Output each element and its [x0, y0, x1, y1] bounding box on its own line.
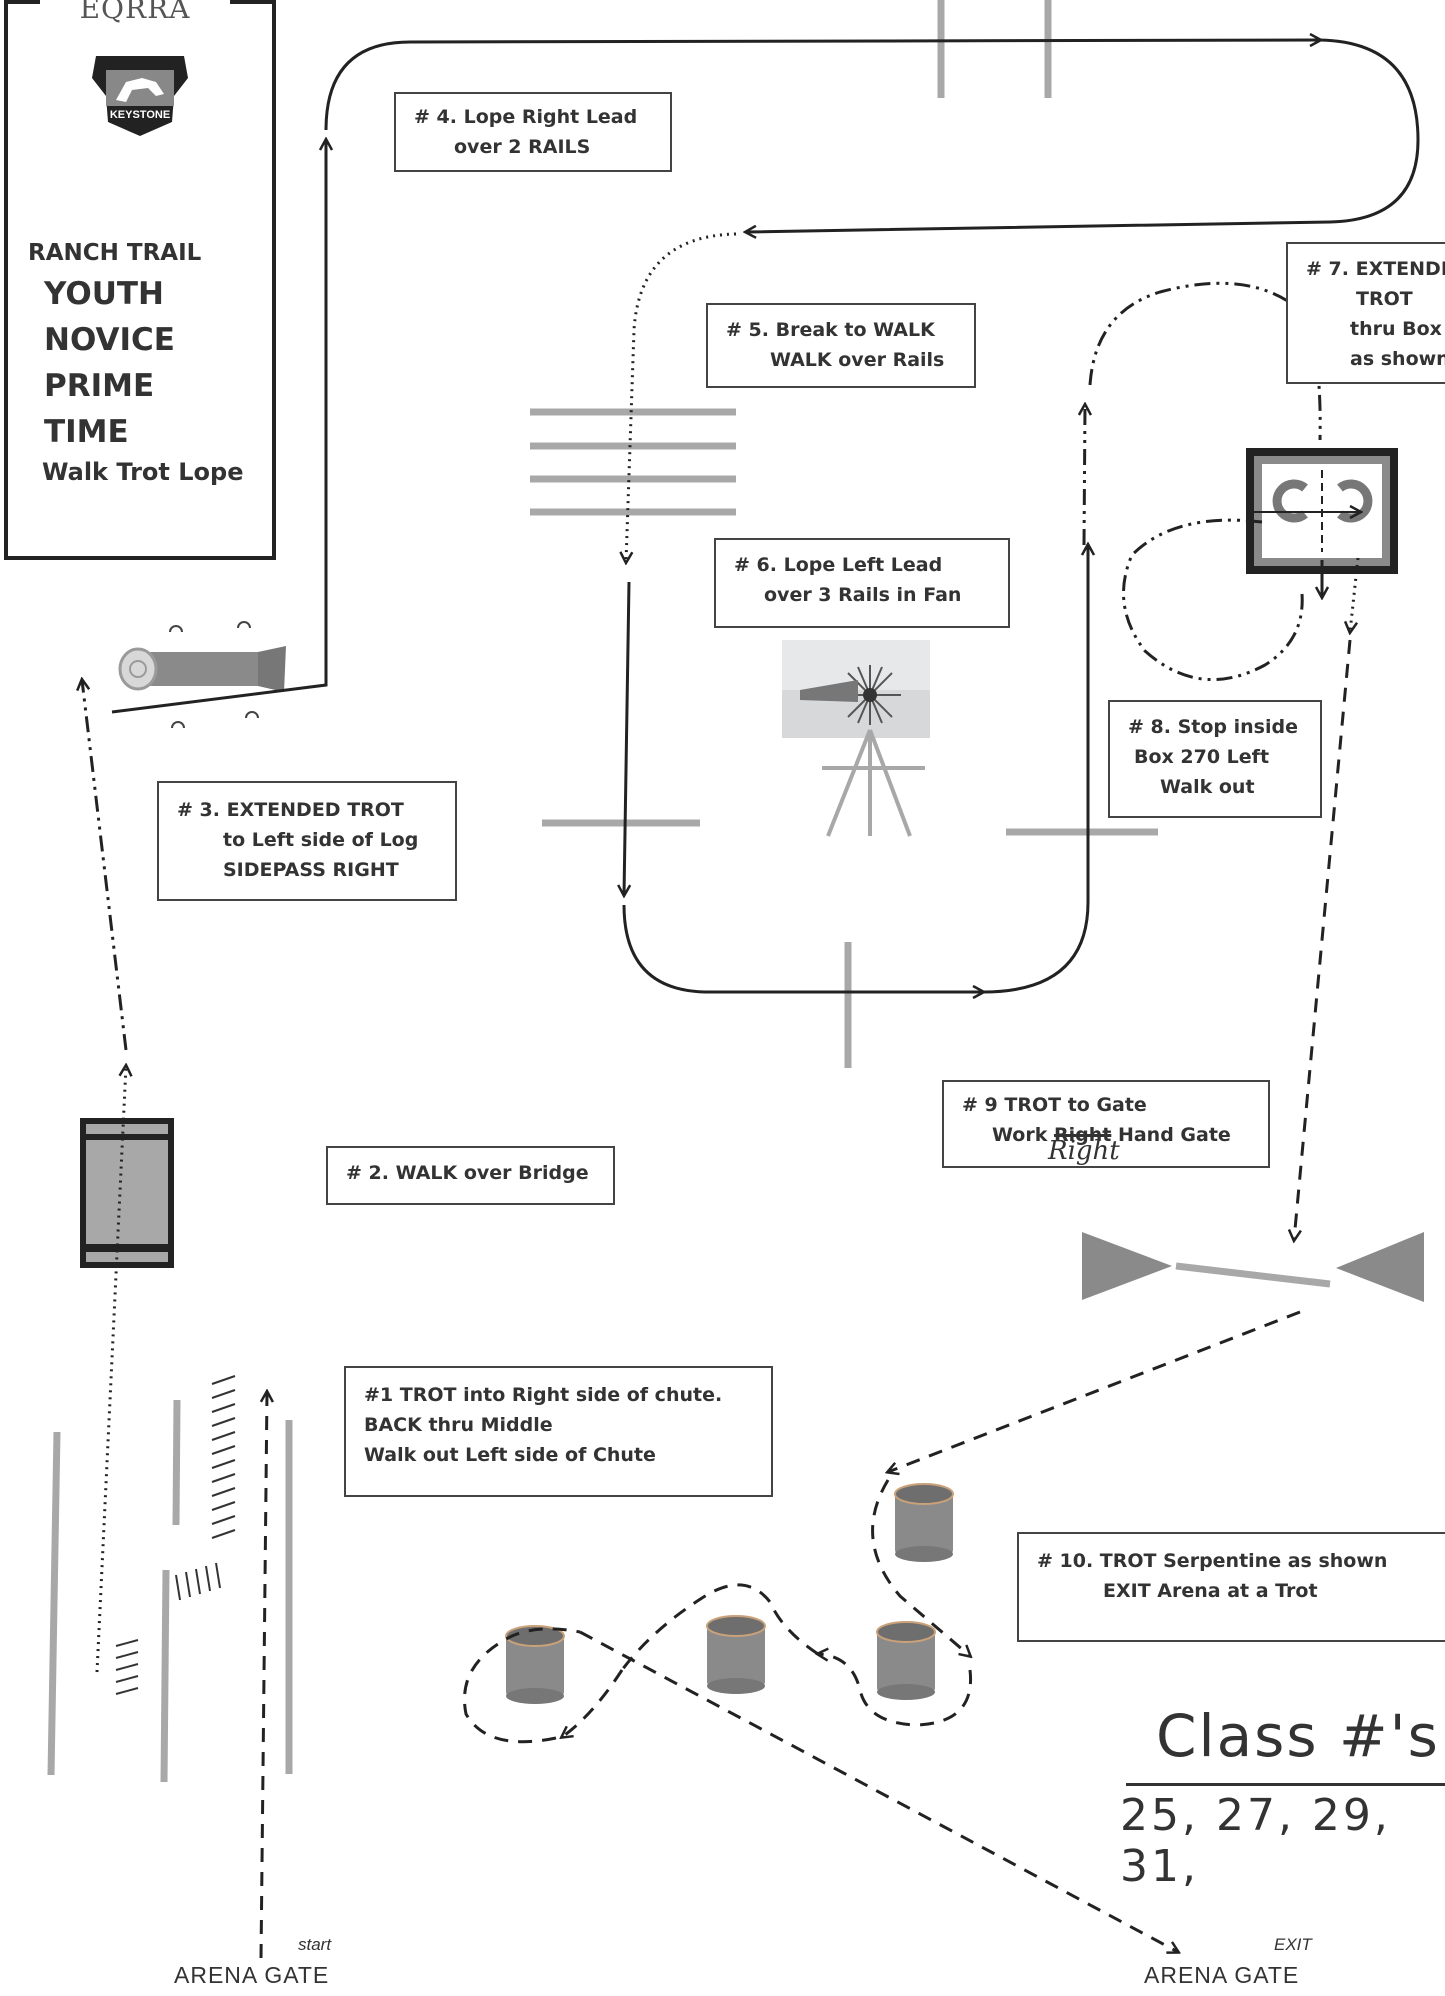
route-step10: [888, 1310, 1301, 1472]
step3-box: # 3. EXTENDED TROT to Left side of Log S…: [157, 781, 457, 901]
gate-obstacle: [1082, 1232, 1424, 1302]
step1-line3: Walk out Left side of Chute: [364, 1444, 656, 1466]
step9-line2-end: Hand Gate: [1111, 1124, 1231, 1146]
bridge-obstacle: [80, 1118, 174, 1268]
chute-obstacle: [47, 1375, 293, 1783]
route-step4: [111, 140, 326, 714]
step6-line1: # 6. Lope Left Lead: [734, 554, 943, 576]
step3-line3: SIDEPASS RIGHT: [223, 859, 399, 881]
class-numbers-handwritten: 25, 27, 29, 31,: [1120, 1790, 1391, 1892]
step8-line1: # 8. Stop inside: [1128, 716, 1298, 738]
step1-line2: BACK thru Middle: [364, 1414, 553, 1436]
step4-box: # 4. Lope Right Lead over 2 RAILS: [394, 92, 672, 172]
step10-box: # 10. TROT Serpentine as shown EXIT Aren…: [1017, 1532, 1445, 1642]
step7-box: # 7. EXTENDE TROT thru Box as shown: [1286, 242, 1445, 384]
box-obstacle: [1246, 448, 1398, 574]
step8-line2: Box 270 Left: [1134, 746, 1270, 768]
step8-box: # 8. Stop inside Box 270 Left Walk out: [1108, 700, 1322, 818]
step9-line2-start: Work: [992, 1124, 1054, 1146]
division-prime: PRIME: [44, 368, 155, 404]
step3-line2: to Left side of Log: [223, 829, 419, 851]
step4-line1: # 4. Lope Right Lead: [414, 106, 638, 128]
exit-note: EXIT: [1274, 1935, 1312, 1954]
step9-handwritten: Right: [1048, 1136, 1120, 1166]
step1-box: #1 TROT into Right side of chute. BACK t…: [344, 1366, 773, 1497]
class-underline: [1126, 1783, 1445, 1786]
route-step9: [1294, 639, 1352, 1240]
page-title: RANCH TRAIL: [28, 240, 202, 266]
start-gate-label: ARENA GATE: [174, 1962, 330, 1988]
class-label-handwritten: Class #'s: [1156, 1702, 1440, 1770]
step5-line2: WALK over Rails: [770, 349, 945, 371]
exit-gate-label: ARENA GATE: [1144, 1962, 1300, 1988]
lope-rails: [937, 0, 1052, 98]
step4-line2: over 2 RAILS: [454, 136, 591, 158]
fan-rails: [542, 819, 1158, 1068]
division-novice: NOVICE: [44, 322, 175, 358]
step6-line2: over 3 Rails in Fan: [764, 584, 962, 606]
route-step3: [82, 680, 128, 1051]
route-step1: [259, 1392, 267, 1959]
step3-line1: # 3. EXTENDED TROT: [177, 799, 404, 821]
step6-box: # 6. Lope Left Lead over 3 Rails in Fan: [714, 538, 1010, 628]
route-step7: [1084, 405, 1085, 546]
step5-line1: # 5. Break to WALK: [726, 319, 935, 341]
step7-line4: as shown: [1350, 348, 1445, 370]
route-step6: [624, 581, 629, 895]
title-card: EQRRA KEYSTONE RANCH TRAIL YOUTH NOVICE …: [4, 0, 276, 560]
step8-line3: Walk out: [1160, 776, 1255, 798]
keystone-logo-icon: KEYSTONE: [92, 56, 188, 136]
barrels: [505, 1483, 954, 1704]
logo-text: EQRRA: [40, 0, 230, 28]
step9-box: # 9 TROT to Gate Work Right Hand Gate Ri…: [942, 1080, 1270, 1168]
walk-over-rails: [530, 408, 736, 516]
step9-line1: # 9 TROT to Gate: [962, 1094, 1147, 1116]
division-time: TIME: [44, 414, 129, 450]
step2-box: # 2. WALK over Bridge: [326, 1146, 615, 1205]
route-step5: [626, 232, 737, 562]
step7-line3: thru Box: [1350, 318, 1442, 340]
log-obstacle: [118, 621, 286, 729]
step1-line1: #1 TROT into Right side of chute.: [364, 1384, 723, 1406]
step7-line1: # 7. EXTENDE: [1306, 258, 1445, 280]
step10-line1: # 10. TROT Serpentine as shown: [1037, 1550, 1388, 1572]
step10-line2: EXIT Arena at a Trot: [1103, 1580, 1318, 1602]
logo-badge-text: KEYSTONE: [110, 109, 170, 121]
start-note: start: [298, 1935, 332, 1954]
step9-struck-word: Right: [1053, 1124, 1112, 1146]
route-step8: [1122, 518, 1304, 682]
windmill-icon: [782, 640, 930, 837]
step7-line2: TROT: [1356, 288, 1413, 310]
step2-line1: # 2. WALK over Bridge: [346, 1162, 589, 1184]
step5-box: # 5. Break to WALK WALK over Rails: [706, 303, 976, 388]
division-youth: YOUTH: [44, 276, 164, 312]
route-step2: [95, 1066, 126, 1673]
gaits-label: Walk Trot Lope: [42, 458, 244, 486]
